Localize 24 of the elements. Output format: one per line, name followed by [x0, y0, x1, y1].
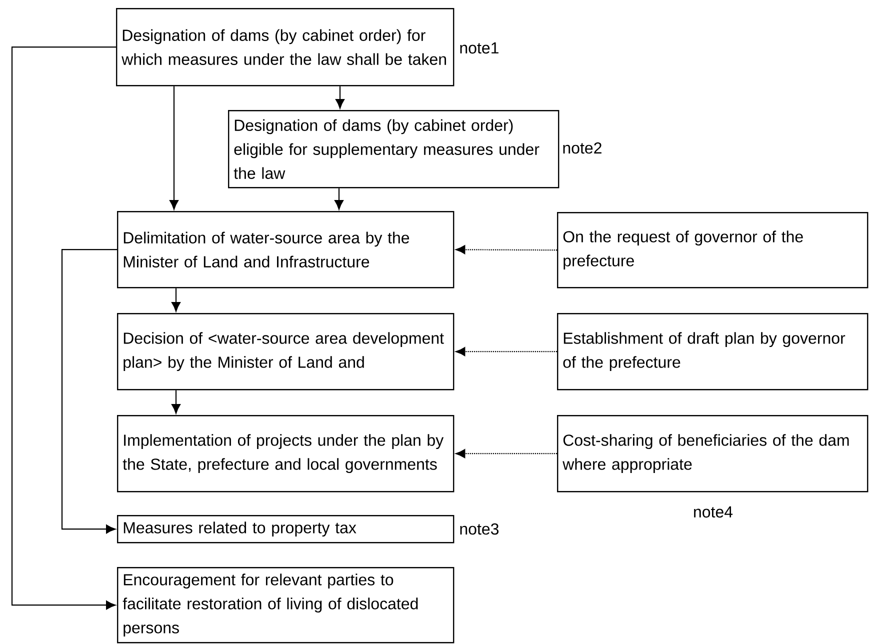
- arrow: [172, 390, 180, 414]
- process-box: Implementation of projects under the plan by the State, prefecture and local governments: [117, 414, 454, 492]
- arrow: [172, 288, 180, 312]
- note-label: note4: [694, 506, 733, 518]
- arrow: [336, 86, 344, 109]
- arrow: [11, 46, 116, 610]
- process-box: On the request of governor of the prefecture: [557, 212, 868, 288]
- arrow: [61, 249, 117, 534]
- note-label: note2: [563, 142, 602, 154]
- process-box: Designation of dams (by cabinet order) for which measures under the law shall be taken: [116, 8, 454, 86]
- arrow: [334, 188, 344, 210]
- process-box: Cost-sharing of beneficiaries of the dam where appropriate: [557, 414, 868, 492]
- process-box: Delimitation of water-source area by the Minister of Land and Infrastructure: [117, 211, 454, 288]
- arrow: [456, 449, 557, 458]
- process-box: Decision of <water-source area development plan> by the Minister of Land and: [117, 313, 454, 390]
- process-box: Measures related to property tax: [117, 515, 454, 544]
- arrow: [170, 86, 178, 210]
- note-label: note3: [460, 523, 499, 535]
- arrow: [456, 245, 557, 254]
- note-label: note1: [460, 42, 498, 54]
- arrow: [456, 347, 557, 356]
- process-box: Establishment of draft plan by governor of the prefecture: [557, 313, 868, 390]
- process-box: Encouragement for relevant parties to facilitate restoration of living of dislocated persons: [117, 567, 454, 644]
- process-box: Designation of dams (by cabinet order) eligible for supplementary measures under the law: [228, 110, 560, 188]
